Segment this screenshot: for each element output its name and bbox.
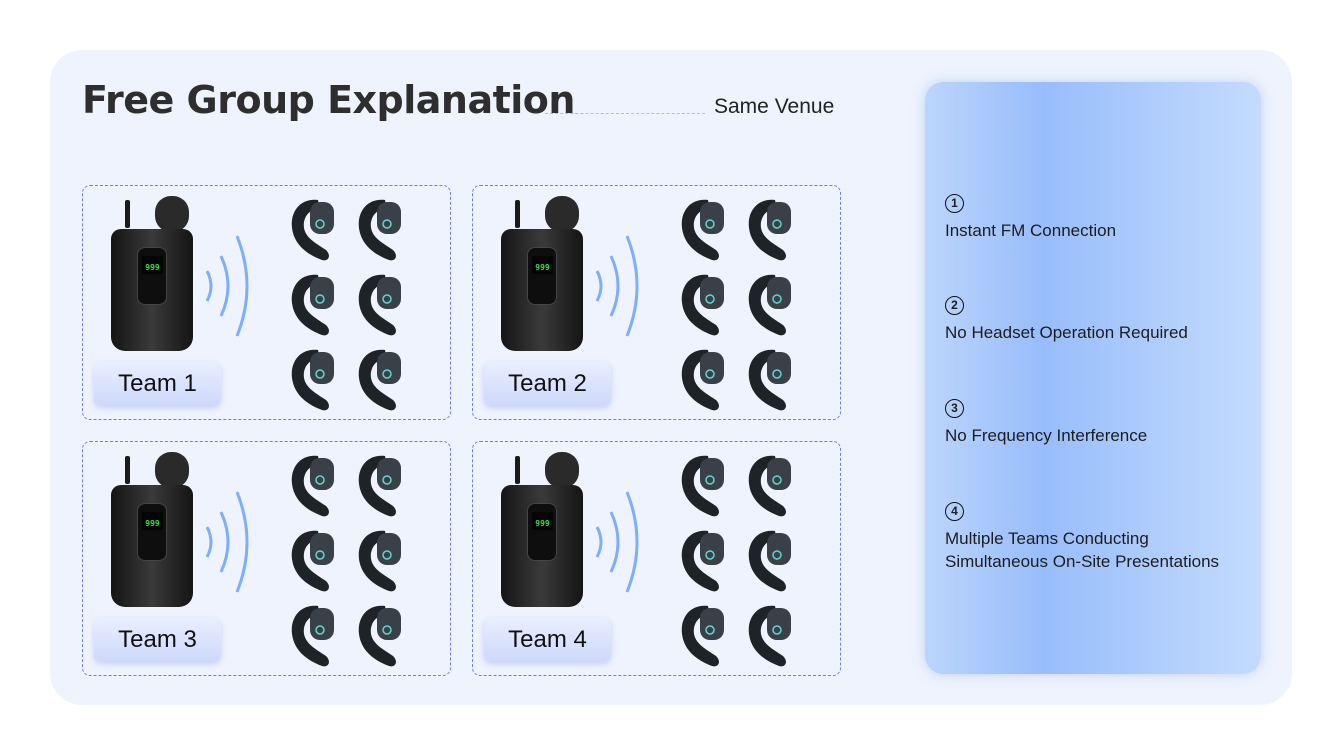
receiver-grid <box>288 450 413 670</box>
transmitter-display: 999 <box>142 512 163 530</box>
feature-number: 1 <box>945 194 964 213</box>
earpiece-receiver-icon <box>288 600 338 672</box>
earpiece-receiver-icon <box>355 344 405 416</box>
feature-number: 3 <box>945 399 964 418</box>
transmitter-display: 999 <box>142 256 163 274</box>
transmitter-icon: 999 <box>501 450 585 610</box>
receiver-grid <box>288 194 413 414</box>
transmitter-display: 999 <box>532 512 553 530</box>
earpiece-receiver-icon <box>745 194 795 266</box>
feature-text: No Frequency Interference <box>945 426 1148 445</box>
earpiece-receiver-icon <box>355 450 405 522</box>
earpiece-receiver-icon <box>745 525 795 597</box>
earpiece-receiver-icon <box>288 450 338 522</box>
team-label: Team 1 <box>94 362 221 406</box>
signal-waves-icon <box>591 226 651 346</box>
signal-waves-icon <box>201 226 261 346</box>
earpiece-receiver-icon <box>355 525 405 597</box>
earpiece-receiver-icon <box>678 344 728 416</box>
transmitter-icon: 999 <box>111 450 195 610</box>
earpiece-receiver-icon <box>355 269 405 341</box>
earpiece-receiver-icon <box>288 525 338 597</box>
earpiece-receiver-icon <box>745 344 795 416</box>
feature-text: Instant FM Connection <box>945 221 1117 240</box>
feature-text: Multiple Teams Conducting Simultaneous O… <box>945 529 1220 571</box>
earpiece-receiver-icon <box>678 269 728 341</box>
receiver-grid <box>678 194 803 414</box>
divider-dashed <box>545 113 705 114</box>
earpiece-receiver-icon <box>678 194 728 266</box>
page-title: Free Group Explanation <box>82 78 575 122</box>
feature-item: 3 No Frequency Interference <box>945 395 1147 447</box>
team-label: Team 4 <box>484 618 611 662</box>
team-label: Team 3 <box>94 618 221 662</box>
team-group: 999 Team 2 <box>472 185 841 420</box>
team-group: 999 Team 4 <box>472 441 841 676</box>
earpiece-receiver-icon <box>745 450 795 522</box>
earpiece-receiver-icon <box>355 600 405 672</box>
feature-number: 4 <box>945 502 964 521</box>
signal-waves-icon <box>591 482 651 602</box>
earpiece-receiver-icon <box>678 525 728 597</box>
receiver-grid <box>678 450 803 670</box>
feature-number: 2 <box>945 296 964 315</box>
venue-label: Same Venue <box>714 95 835 118</box>
earpiece-receiver-icon <box>288 194 338 266</box>
earpiece-receiver-icon <box>745 600 795 672</box>
earpiece-receiver-icon <box>678 450 728 522</box>
feature-text: No Headset Operation Required <box>945 323 1188 342</box>
earpiece-receiver-icon <box>745 269 795 341</box>
team-group: 999 Team 1 <box>82 185 451 420</box>
team-label: Team 2 <box>484 362 611 406</box>
earpiece-receiver-icon <box>355 194 405 266</box>
team-group: 999 Team 3 <box>82 441 451 676</box>
signal-waves-icon <box>201 482 261 602</box>
transmitter-icon: 999 <box>111 194 195 354</box>
earpiece-receiver-icon <box>288 269 338 341</box>
transmitter-display: 999 <box>532 256 553 274</box>
earpiece-receiver-icon <box>288 344 338 416</box>
earpiece-receiver-icon <box>678 600 728 672</box>
feature-item: 2 No Headset Operation Required <box>945 292 1188 344</box>
transmitter-icon: 999 <box>501 194 585 354</box>
